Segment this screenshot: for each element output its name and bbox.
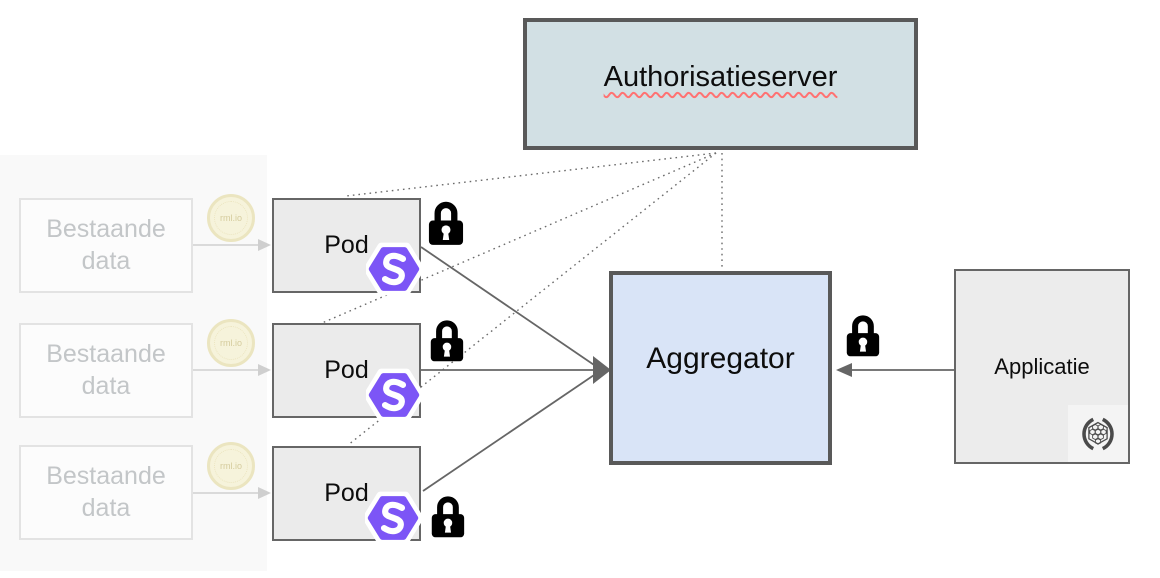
- auth-to-pod1-dotted-line: [345, 152, 717, 197]
- authorisatieserver-box[interactable]: Authorisatieserver: [523, 18, 918, 150]
- authorisatieserver-label: Authorisatieserver: [603, 60, 838, 93]
- aggregator-box[interactable]: Aggregator: [609, 271, 832, 465]
- bestaande-data-box-3[interactable]: Bestaande data: [19, 445, 193, 540]
- bestaande-data-label: Bestaande data: [46, 215, 166, 275]
- rml-io-badge-label: rml.io: [220, 338, 242, 348]
- pod1-to-aggregator-line: [420, 246, 601, 370]
- source2-arrowhead: [258, 364, 271, 376]
- rml-io-badge-icon: rml.io: [207, 194, 255, 242]
- source3-arrowhead: [258, 487, 271, 499]
- rml-io-badge-label: rml.io: [220, 461, 242, 471]
- aggregator-arrowhead: [593, 356, 611, 384]
- rml-io-badge-icon: rml.io: [207, 442, 255, 490]
- pod-label: Pod: [324, 231, 369, 259]
- pod-label: Pod: [324, 479, 369, 507]
- aggregator-label: Aggregator: [646, 342, 795, 375]
- source1-arrowhead: [258, 239, 271, 251]
- lock-icon-pod3: [431, 496, 465, 538]
- solid-pod-icon: [366, 242, 422, 296]
- comunica-icon: [1082, 417, 1114, 450]
- lock-icon-aggregator: [846, 315, 880, 357]
- bestaande-data-box-2[interactable]: Bestaande data: [19, 323, 193, 418]
- bestaande-data-label: Bestaande data: [46, 462, 166, 522]
- lock-icon-pod1: [428, 201, 464, 245]
- solid-pod-icon: [365, 491, 421, 545]
- rml-io-badge-icon: rml.io: [207, 319, 255, 367]
- bestaande-data-label: Bestaande data: [46, 340, 166, 400]
- bestaande-data-box-1[interactable]: Bestaande data: [19, 198, 193, 293]
- comunica-icon-tile: [1068, 405, 1128, 462]
- solid-pod-icon: [366, 368, 422, 422]
- pod-label: Pod: [324, 356, 369, 384]
- rml-io-badge-label: rml.io: [220, 213, 242, 223]
- pod3-to-aggregator-line: [422, 370, 601, 492]
- applicatie-label: Applicatie: [994, 353, 1090, 379]
- lock-icon-pod2: [430, 320, 464, 362]
- app-arrowhead: [836, 363, 852, 377]
